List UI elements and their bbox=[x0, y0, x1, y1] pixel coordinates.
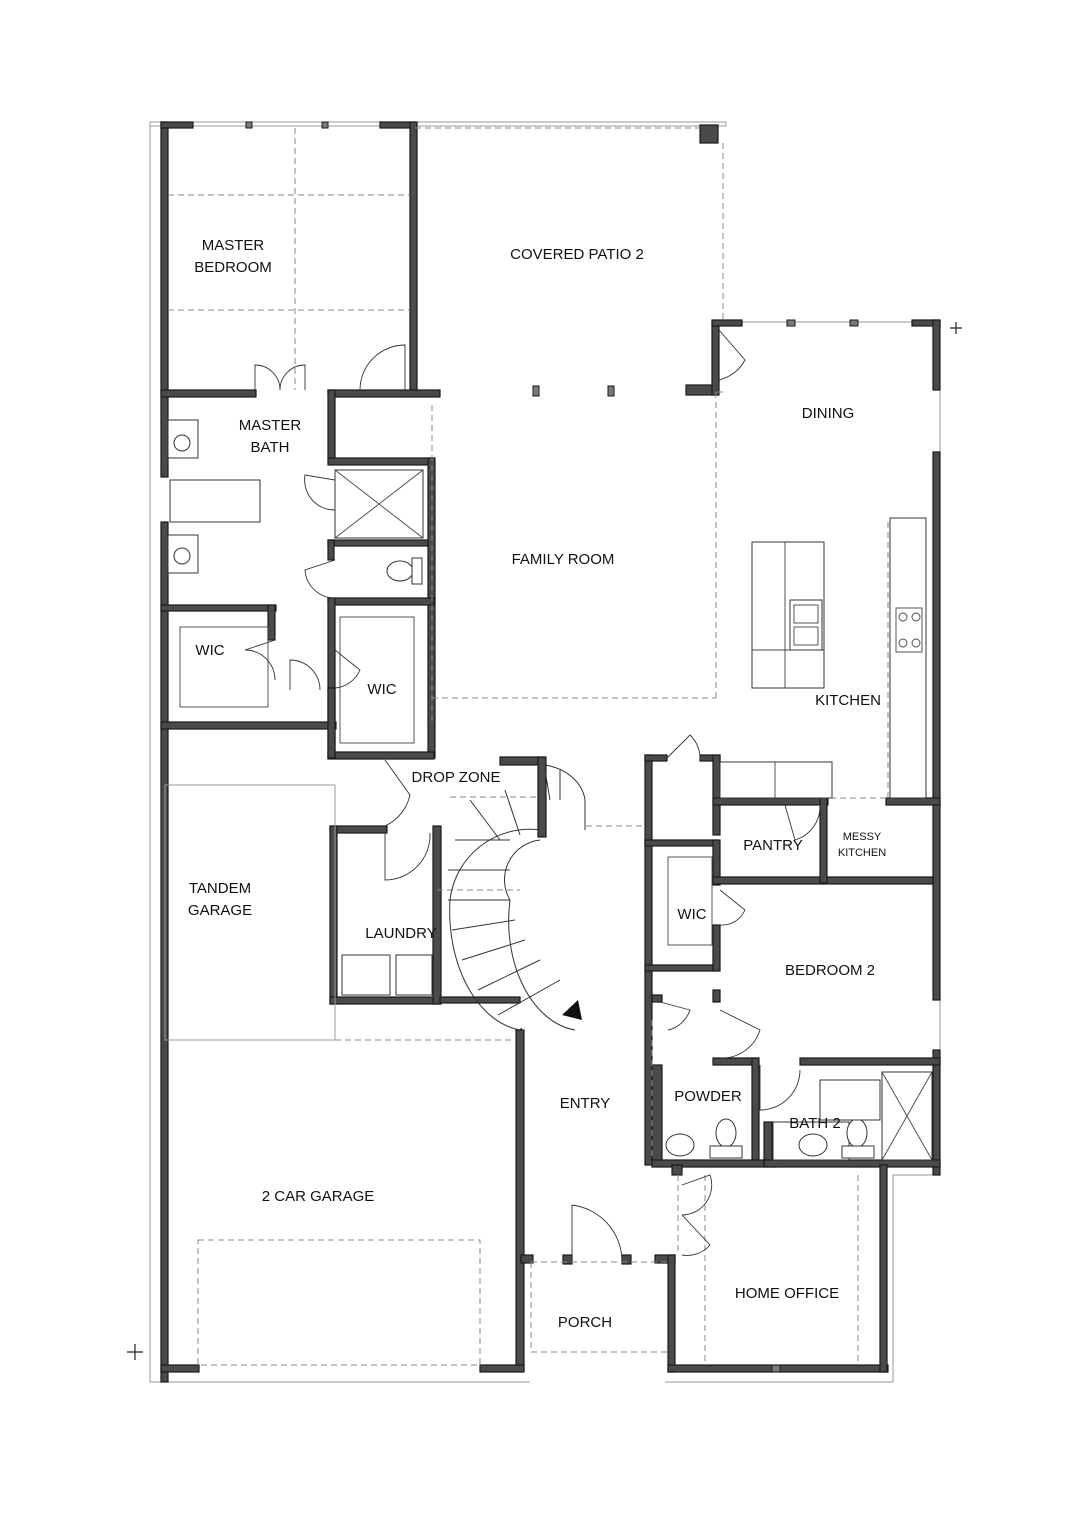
room-wic-right: WIC bbox=[677, 906, 706, 923]
toilet-icon bbox=[386, 560, 414, 582]
room-bedroom-2: BEDROOM 2 bbox=[785, 962, 875, 979]
room-kitchen: KITCHEN bbox=[815, 692, 881, 709]
doors bbox=[244, 329, 821, 1263]
room-entry: ENTRY bbox=[560, 1095, 611, 1112]
room-covered-patio: COVERED PATIO 2 bbox=[510, 246, 644, 263]
room-pantry: PANTRY bbox=[743, 837, 802, 854]
room-bath-2: BATH 2 bbox=[789, 1115, 840, 1132]
tub-icon bbox=[169, 479, 261, 523]
sink-icon bbox=[789, 599, 823, 651]
outer-outline bbox=[149, 121, 941, 1383]
room-wic-center: WIC bbox=[367, 681, 396, 698]
fixtures bbox=[167, 419, 933, 1161]
room-drop-zone: DROP ZONE bbox=[412, 769, 501, 786]
room-laundry: LAUNDRY bbox=[365, 925, 436, 942]
room-2-car-garage: 2 CAR GARAGE bbox=[262, 1188, 375, 1205]
garage-door-outline bbox=[197, 1239, 481, 1366]
dashed-lines bbox=[168, 127, 889, 1365]
room-family-room: FAMILY ROOM bbox=[512, 551, 615, 568]
registration-marks bbox=[127, 322, 962, 1360]
toilet-icon bbox=[715, 1118, 737, 1148]
sink-icon bbox=[665, 1133, 695, 1157]
room-porch: PORCH bbox=[558, 1314, 612, 1331]
room-home-office: HOME OFFICE bbox=[735, 1285, 839, 1302]
up-arrow-icon bbox=[562, 1000, 582, 1020]
staircase bbox=[448, 764, 586, 1031]
room-dining: DINING bbox=[802, 405, 855, 422]
room-powder: POWDER bbox=[674, 1088, 742, 1105]
room-wic-left: WIC bbox=[195, 642, 224, 659]
toilet-icon bbox=[846, 1118, 868, 1148]
